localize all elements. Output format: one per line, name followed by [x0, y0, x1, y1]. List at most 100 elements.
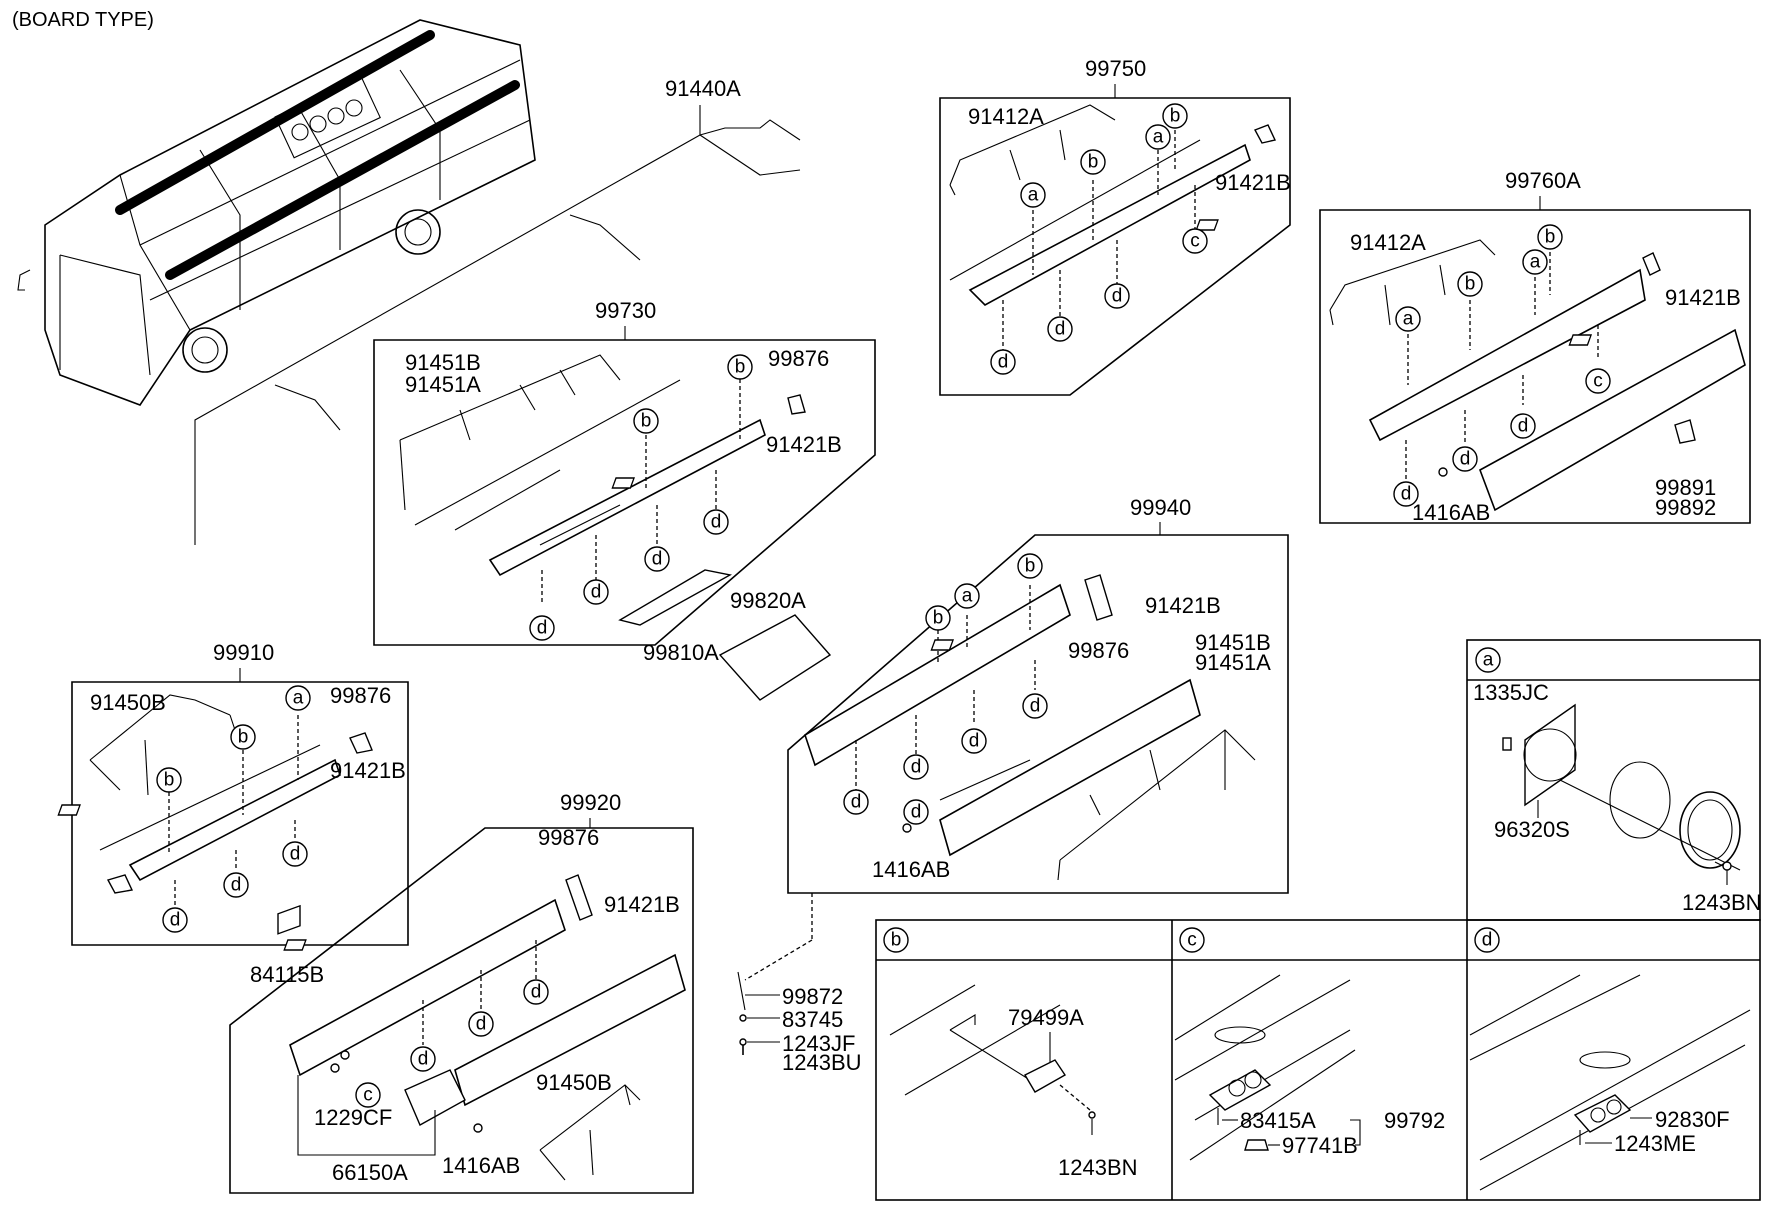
- label-91450B-a: 91450B: [90, 690, 166, 715]
- callout-letter: d: [911, 802, 922, 823]
- callout-c: c: [1182, 228, 1208, 254]
- label-1243ME: 1243ME: [1614, 1131, 1696, 1156]
- label-1243BU: 1243BU: [782, 1050, 862, 1075]
- callout-c: c: [355, 1082, 381, 1108]
- callout-a: a: [1522, 249, 1548, 275]
- label-1243BN-b: 1243BN: [1058, 1155, 1138, 1180]
- label-91421B-f: 91421B: [604, 892, 680, 917]
- callout-c: c: [1585, 368, 1611, 394]
- label-79499A: 79499A: [1008, 1005, 1084, 1030]
- label-99810A: 99810A: [643, 640, 719, 665]
- label-91451A: 91451A: [405, 372, 481, 397]
- callout-d: d: [410, 1046, 436, 1072]
- callout-letter: b: [164, 770, 175, 791]
- callout-b: b: [925, 605, 951, 631]
- label-91421B-d: 91421B: [1145, 593, 1221, 618]
- callout-d: d: [1047, 316, 1073, 342]
- callout-letter: b: [1025, 556, 1036, 577]
- callout-letter: a: [1028, 185, 1039, 206]
- callout-letter: b: [1465, 274, 1476, 295]
- label-91421B-b: 91421B: [1215, 170, 1291, 195]
- callout-letter: d: [418, 1049, 429, 1070]
- callout-letter: b: [1545, 227, 1556, 248]
- callout-letter: b: [1088, 152, 1099, 173]
- label-99820A: 99820A: [730, 588, 806, 613]
- callout-d: d: [961, 728, 987, 754]
- callout-letter: d: [290, 844, 301, 865]
- label-99792: 99792: [1384, 1108, 1445, 1133]
- label-91421B-c: 91421B: [1665, 285, 1741, 310]
- label-91412A-b: 91412A: [1350, 230, 1426, 255]
- callout-letter: d: [537, 618, 548, 639]
- callout-d: d: [468, 1011, 494, 1037]
- callout-d: d: [1510, 413, 1536, 439]
- callout-a: a: [1395, 306, 1421, 332]
- label-99892: 99892: [1655, 495, 1716, 520]
- label-84115B: 84115B: [250, 962, 324, 987]
- label-91421B-e: 91421B: [330, 758, 406, 783]
- label-99730: 99730: [595, 298, 656, 323]
- callout-letter: d: [476, 1014, 487, 1035]
- label-91421B: 91421B: [766, 432, 842, 457]
- callout-letter: c: [363, 1085, 373, 1106]
- group-99730: 99730 91451B 91451A 99876 91421B: [373, 298, 876, 646]
- label-1416AB-a: 1416AB: [1412, 500, 1490, 525]
- callout-b: b: [1162, 103, 1188, 129]
- callout-d: d: [1104, 283, 1130, 309]
- label-92830F: 92830F: [1655, 1107, 1730, 1132]
- callout-a: a: [1020, 182, 1046, 208]
- callout-letter: c: [1187, 930, 1197, 951]
- callout-b: b: [727, 354, 753, 380]
- detail-b: 79499A 1243BN: [889, 984, 1138, 1180]
- group-99920: 99920 99876 91421B 84115B 1229CF 91450B …: [229, 790, 694, 1194]
- callout-letter: c: [1190, 231, 1200, 252]
- label-1243BN-a: 1243BN: [1682, 890, 1762, 915]
- label-1416AB-c: 1416AB: [442, 1153, 520, 1178]
- callout-letter: a: [962, 586, 973, 607]
- callout-a: a: [285, 685, 311, 711]
- callout-letter: d: [911, 757, 922, 778]
- callout-letter: a: [293, 688, 304, 709]
- callout-letter: d: [591, 582, 602, 603]
- bus-illustration: [17, 19, 536, 406]
- label-99876-c: 99876: [330, 683, 391, 708]
- callout-d: d: [162, 907, 188, 933]
- label-99940: 99940: [1130, 495, 1191, 520]
- callout-layer: bbddddababcdddababcdddbabdddddabbddddddc…: [156, 103, 1611, 1108]
- callout-d: d: [223, 872, 249, 898]
- callout-b: b: [633, 408, 659, 434]
- label-91451B: 91451B: [405, 350, 481, 375]
- label-91451A-b: 91451A: [1195, 650, 1271, 675]
- label-91451B-b: 91451B: [1195, 630, 1271, 655]
- detail-table: [875, 639, 1761, 1201]
- callout-a: a: [954, 583, 980, 609]
- callout-letter: b: [891, 930, 902, 951]
- callout-letter: b: [933, 608, 944, 629]
- label-91412A-a: 91412A: [968, 104, 1044, 129]
- callout-letter: d: [1055, 319, 1066, 340]
- callout-b: b: [1537, 224, 1563, 250]
- callout-d: d: [990, 349, 1016, 375]
- label-91440A: 91440A: [665, 76, 741, 101]
- callout-letter: d: [231, 875, 242, 896]
- group-99760A: 99760A 91412A 91421B 99891 99892 1416AB: [1319, 168, 1751, 525]
- detail-a: 1335JC 96320S 1243BN: [1473, 680, 1762, 915]
- label-99750: 99750: [1085, 56, 1146, 81]
- callout-b: b: [1457, 271, 1483, 297]
- callout-d: d: [583, 579, 609, 605]
- label-83745: 83745: [782, 1007, 843, 1032]
- label-99876: 99876: [768, 346, 829, 371]
- callout-d: d: [1022, 693, 1048, 719]
- detail-c: 83415A 97741B 99792: [1174, 974, 1445, 1161]
- callout-b: b: [1017, 553, 1043, 579]
- callout-b: b: [230, 724, 256, 750]
- group-99910: 99910 91450B 99876 91421B: [57, 640, 409, 946]
- callout-a: a: [1145, 124, 1171, 150]
- harness-91440A: 91440A: [194, 76, 801, 545]
- callout-d: d: [903, 799, 929, 825]
- callout-d: d: [903, 754, 929, 780]
- callout-letter: d: [969, 731, 980, 752]
- label-99920: 99920: [560, 790, 621, 815]
- callout-d: d: [523, 979, 549, 1005]
- label-1229CF: 1229CF: [314, 1105, 392, 1130]
